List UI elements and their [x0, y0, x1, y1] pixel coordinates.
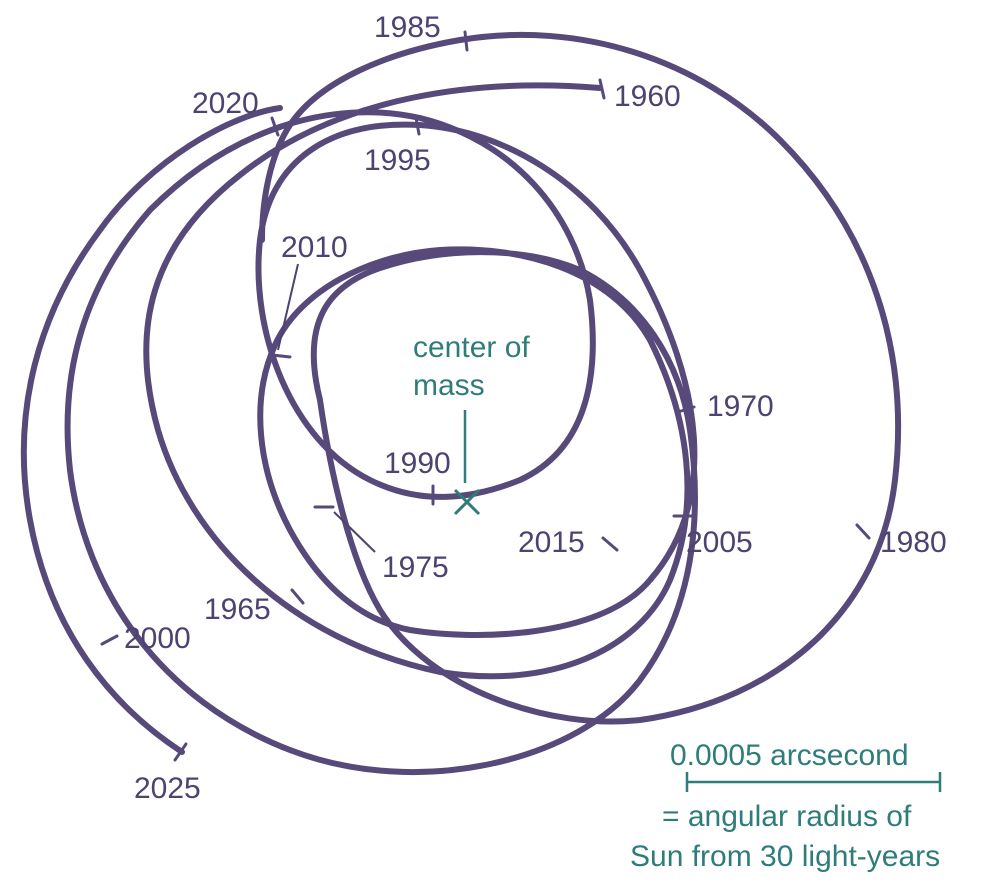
tick-1970 — [676, 405, 696, 414]
label-2015: 2015 — [518, 526, 585, 559]
leader-1975 — [333, 511, 376, 553]
label-2005: 2005 — [686, 526, 753, 559]
label-1995: 1995 — [364, 144, 431, 177]
label-1980: 1980 — [880, 526, 947, 559]
label-1985: 1985 — [374, 11, 441, 44]
leader-2010 — [277, 263, 299, 351]
center-of-mass: center of mass — [413, 331, 530, 516]
tick-1985 — [463, 30, 469, 52]
tick-1965 — [290, 588, 305, 605]
tick-2015 — [601, 536, 619, 552]
label-2000: 2000 — [124, 622, 191, 655]
center-of-mass-label-line1: center of — [413, 331, 530, 364]
year-ticks — [100, 30, 871, 762]
star-motion-path — [20, 31, 902, 775]
tick-2020 — [270, 116, 280, 137]
scale-note-line2: Sun from 30 light-years — [630, 840, 940, 873]
label-1990: 1990 — [384, 447, 451, 480]
tick-2000 — [100, 634, 119, 646]
tick-1960 — [598, 78, 606, 100]
tick-2010 — [270, 353, 292, 359]
scale-value-label: 0.0005 arcsecond — [670, 739, 909, 772]
label-2020: 2020 — [192, 87, 259, 120]
year-labels: 1985 1960 2020 1995 2010 1970 1990 2015 … — [124, 11, 947, 805]
tick-1995 — [414, 116, 421, 136]
center-of-mass-x-icon — [453, 488, 481, 516]
center-of-mass-label-line2: mass — [413, 369, 485, 402]
label-1975: 1975 — [382, 551, 449, 584]
label-2025: 2025 — [134, 772, 201, 805]
tick-1980 — [855, 523, 871, 540]
label-1960: 1960 — [614, 80, 681, 113]
tick-2025 — [173, 742, 188, 762]
scale-note-line1: = angular radius of — [662, 800, 912, 833]
label-1965: 1965 — [204, 593, 271, 626]
label-2010: 2010 — [281, 231, 348, 264]
scale-bar: 0.0005 arcsecond = angular radius of Sun… — [630, 739, 942, 873]
label-1970: 1970 — [707, 390, 774, 423]
leader-lines — [277, 263, 376, 553]
